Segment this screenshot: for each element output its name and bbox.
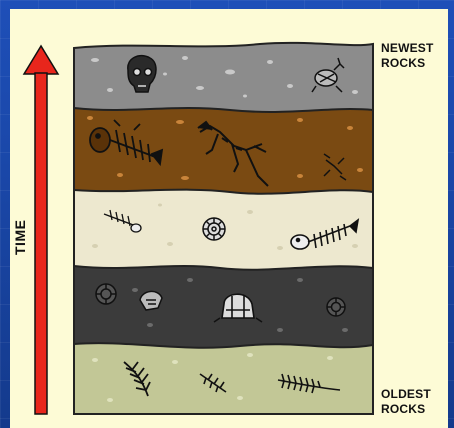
arrow-head (24, 46, 58, 74)
arrow-shaft (35, 73, 47, 414)
newest-label-line1: NEWEST (381, 41, 434, 56)
newest-label-line2: ROCKS (381, 56, 434, 71)
ammonite-fossil (327, 298, 345, 316)
time-label: TIME (12, 220, 28, 255)
oldest-rocks-label: OLDEST ROCKS (381, 387, 431, 417)
oldest-label-line2: ROCKS (381, 402, 431, 417)
newest-rocks-label: NEWEST ROCKS (381, 41, 434, 71)
time-arrow (24, 46, 58, 414)
oldest-label-line1: OLDEST (381, 387, 431, 402)
ammonite-fossil (96, 284, 116, 304)
ammonite-fossil (203, 218, 225, 240)
